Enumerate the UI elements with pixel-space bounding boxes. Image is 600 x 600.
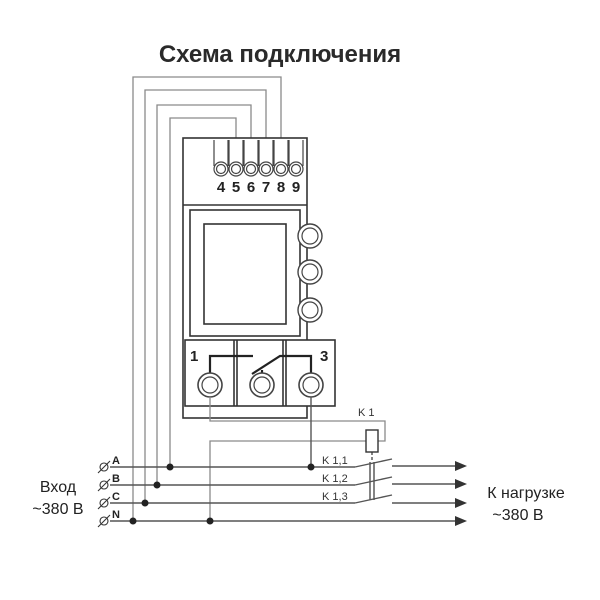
top-terminal-6: 6 — [243, 140, 259, 196]
terminal-3-label: 3 — [320, 348, 328, 365]
relay-coil — [365, 429, 379, 453]
phase-label-n: N — [112, 509, 120, 521]
arrow-icon — [455, 516, 467, 526]
contact-label-3: K 1,3 — [322, 491, 348, 503]
terminal-1-label: 1 — [190, 348, 198, 365]
coil-wires: K 1 — [209, 397, 386, 521]
output-voltage: ~380 В — [492, 507, 543, 524]
phase-label-b: B — [112, 473, 120, 485]
output-label: К нагрузке — [487, 485, 565, 502]
top-terminal-5: 5 — [228, 140, 244, 196]
arrow-icon — [455, 461, 467, 471]
top-terminal-label: 5 — [232, 179, 240, 196]
top-terminal-label: 8 — [277, 179, 285, 196]
diagram-title: Схема подключения — [159, 41, 401, 68]
top-terminal-4: 4 — [213, 140, 229, 196]
contact-label-1: K 1,1 — [322, 455, 348, 467]
top-terminal-label: 4 — [217, 179, 226, 196]
relay-terminal-screws — [197, 372, 324, 398]
top-terminal-label: 6 — [247, 179, 255, 196]
arrow-icon — [455, 479, 467, 489]
contact-label-2: K 1,2 — [322, 473, 348, 485]
top-terminal-label: 7 — [262, 179, 270, 196]
input-voltage: ~380 В — [32, 501, 83, 518]
top-terminal-7: 7 — [258, 140, 274, 196]
input-terminals: A B C N — [97, 455, 120, 528]
input-label: Вход — [40, 479, 77, 496]
phase-lines — [110, 458, 467, 526]
phase-label-a: A — [112, 455, 120, 467]
panel-buttons — [297, 223, 323, 323]
arrow-icon — [455, 498, 467, 508]
coil-label: K 1 — [358, 407, 375, 419]
top-terminal-label: 9 — [292, 179, 300, 196]
phase-label-c: C — [112, 491, 120, 503]
control-wires — [132, 76, 282, 521]
top-terminal-8: 8 — [273, 140, 289, 196]
top-terminal-9: 9 — [288, 140, 304, 196]
display-window — [203, 223, 287, 325]
